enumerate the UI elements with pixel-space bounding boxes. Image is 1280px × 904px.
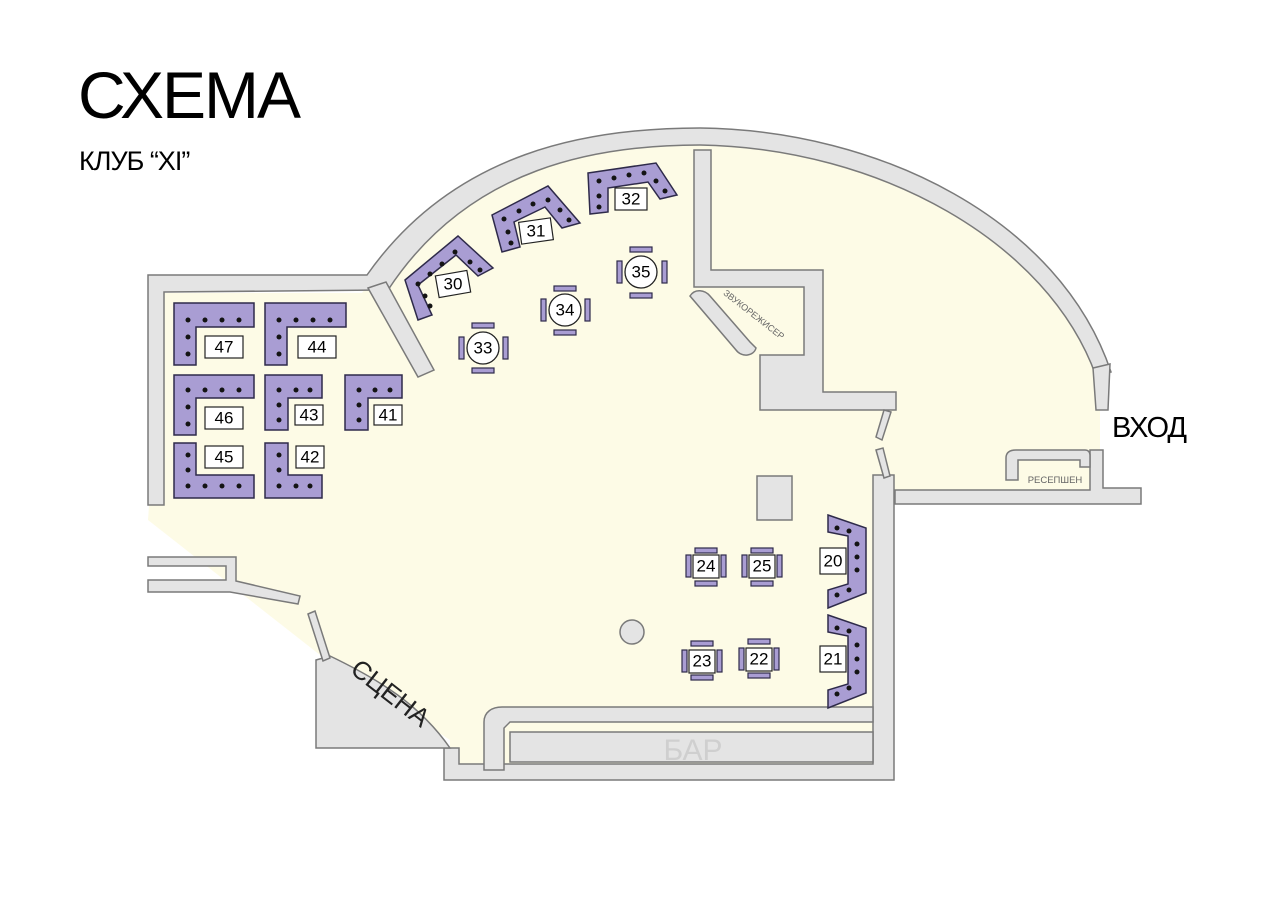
table-34[interactable]: 34 xyxy=(540,285,591,336)
table-label: 23 xyxy=(693,652,712,671)
table-33[interactable]: 33 xyxy=(458,322,509,374)
table-20[interactable]: 20 xyxy=(819,513,867,610)
table-label: 32 xyxy=(622,190,641,209)
table-25[interactable]: 25 xyxy=(741,547,783,587)
table-label: 42 xyxy=(301,448,320,467)
entrance-label: ВХОД xyxy=(1112,412,1187,444)
table-24[interactable]: 24 xyxy=(685,547,727,587)
table-label: 33 xyxy=(474,339,493,358)
table-label: 41 xyxy=(379,406,398,425)
table-label: 31 xyxy=(527,222,546,241)
table-31[interactable]: 31 xyxy=(491,185,582,253)
table-label: 24 xyxy=(697,557,716,576)
table-label: 44 xyxy=(308,338,327,357)
table-41[interactable]: 41 xyxy=(344,374,403,431)
table-43[interactable]: 43 xyxy=(264,374,324,431)
table-label: 45 xyxy=(215,448,234,467)
table-47[interactable]: 47 xyxy=(173,302,255,366)
table-21[interactable]: 21 xyxy=(819,613,867,710)
table-label: 30 xyxy=(444,275,463,294)
floor-area xyxy=(148,141,1100,771)
table-label: 22 xyxy=(750,650,769,669)
table-35[interactable]: 35 xyxy=(616,246,668,299)
page-title: СХЕМА xyxy=(78,58,301,132)
table-42[interactable]: 42 xyxy=(264,442,325,499)
table-32[interactable]: 32 xyxy=(587,162,679,215)
table-label: 47 xyxy=(215,338,234,357)
table-label: 21 xyxy=(824,650,843,669)
table-44[interactable]: 44 xyxy=(264,302,347,366)
table-30[interactable]: 30 xyxy=(404,235,495,321)
club-name: КЛУБ “XI” xyxy=(79,146,190,176)
table-46[interactable]: 46 xyxy=(173,374,255,436)
walls xyxy=(147,127,1142,781)
table-label: 34 xyxy=(556,301,575,320)
table-label: 35 xyxy=(632,263,651,282)
table-label: 43 xyxy=(300,406,319,425)
table-23[interactable]: 23 xyxy=(681,640,723,681)
table-label: 25 xyxy=(753,557,772,576)
table-22[interactable]: 22 xyxy=(738,638,780,679)
table-label: 46 xyxy=(215,409,234,428)
reception-label: РЕСЕПШЕН xyxy=(1028,475,1083,486)
table-label: 20 xyxy=(824,552,843,571)
table-45[interactable]: 45 xyxy=(173,442,255,499)
bar-label: БАР xyxy=(663,734,722,767)
